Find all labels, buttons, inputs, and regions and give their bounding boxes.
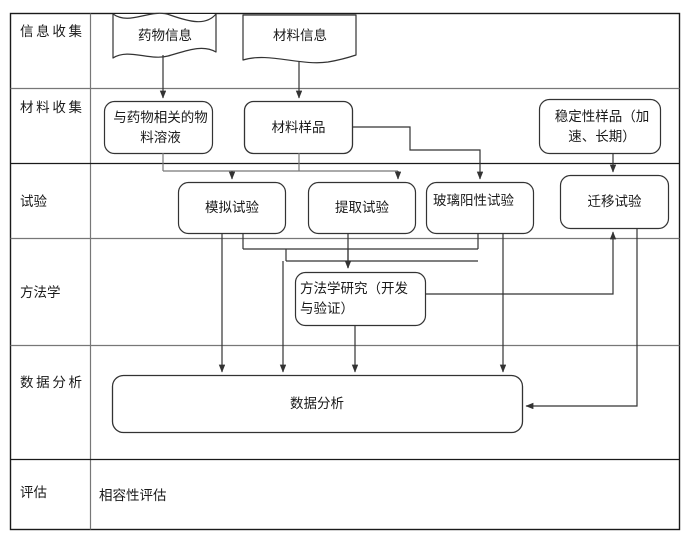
node-migration-test: 迁移试验 xyxy=(587,194,642,210)
node-shape-sim-test xyxy=(177,181,287,235)
edge-migration-dataanalysis xyxy=(525,229,638,410)
node-material-info: 材料信息 xyxy=(273,28,327,44)
node-shape-data-analysis xyxy=(111,374,524,434)
node-shape-methodology xyxy=(294,271,427,327)
node-methodology: 方法学研究（开发与验证） xyxy=(300,281,408,316)
node-shape-drug-info xyxy=(112,14,217,59)
edge-layer xyxy=(159,55,638,410)
node-shape-glass-test xyxy=(425,181,535,235)
node-shape-ext-test xyxy=(307,181,417,235)
node-shape-drug-solution xyxy=(103,100,214,155)
row-label-test: 试验 xyxy=(20,194,47,209)
node-compat-eval: 相容性评估 xyxy=(99,488,167,503)
node-data-analysis: 数据分析 xyxy=(290,396,344,412)
edge-methodology-migration xyxy=(425,231,617,295)
node-shape-migration-test xyxy=(559,174,670,230)
table-grid xyxy=(9,12,681,531)
node-glass-test: 玻璃阳性试验 xyxy=(433,193,514,208)
node-drug-solution: 与药物相关的物料溶液 xyxy=(113,109,208,145)
node-material-sample: 材料样品 xyxy=(271,119,326,135)
node-sim-test: 模拟试验 xyxy=(205,200,259,216)
row-label-data: 数据分析 xyxy=(20,375,82,390)
node-shape-stability xyxy=(538,98,662,155)
row-label-info: 信息收集 xyxy=(20,24,82,39)
edge-materialsample-glasstest xyxy=(352,126,484,180)
node-shape-material-info xyxy=(242,14,357,64)
row-label-material: 材料收集 xyxy=(20,100,82,115)
node-ext-test: 提取试验 xyxy=(335,200,389,216)
row-label-method: 方法学 xyxy=(20,285,61,300)
node-drug-info: 药物信息 xyxy=(138,28,192,44)
node-stability: 稳定性样品（加速、长期） xyxy=(554,108,650,144)
row-label-eval: 评估 xyxy=(20,485,47,500)
